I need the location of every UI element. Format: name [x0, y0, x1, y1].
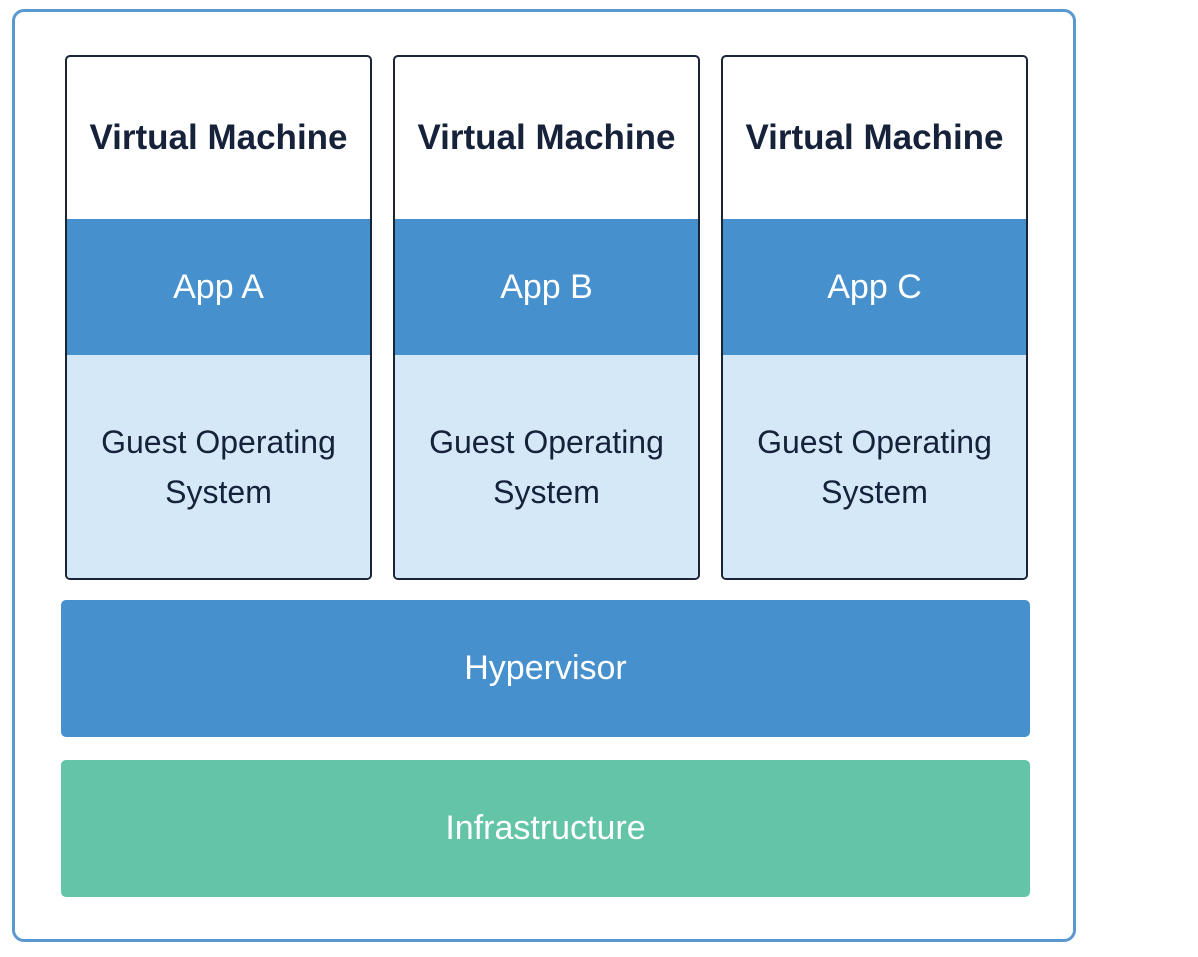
guest-os-layer: Guest Operating System [67, 355, 370, 578]
app-a-layer: App A [67, 219, 370, 355]
vm-title: Virtual Machine [417, 118, 676, 157]
vm-title: Virtual Machine [745, 118, 1004, 157]
virtual-machine-a: Virtual Machine App A Guest Operating Sy… [65, 55, 372, 580]
app-b-layer: App B [395, 219, 698, 355]
infrastructure-layer: Infrastructure [61, 760, 1030, 897]
virtual-machine-c: Virtual Machine App C Guest Operating Sy… [721, 55, 1028, 580]
guest-os-layer: Guest Operating System [395, 355, 698, 578]
virtual-machine-b: Virtual Machine App B Guest Operating Sy… [393, 55, 700, 580]
vm-title: Virtual Machine [89, 118, 348, 157]
app-c-layer: App C [723, 219, 1026, 355]
guest-os-layer: Guest Operating System [723, 355, 1026, 578]
hypervisor-layer: Hypervisor [61, 600, 1030, 737]
